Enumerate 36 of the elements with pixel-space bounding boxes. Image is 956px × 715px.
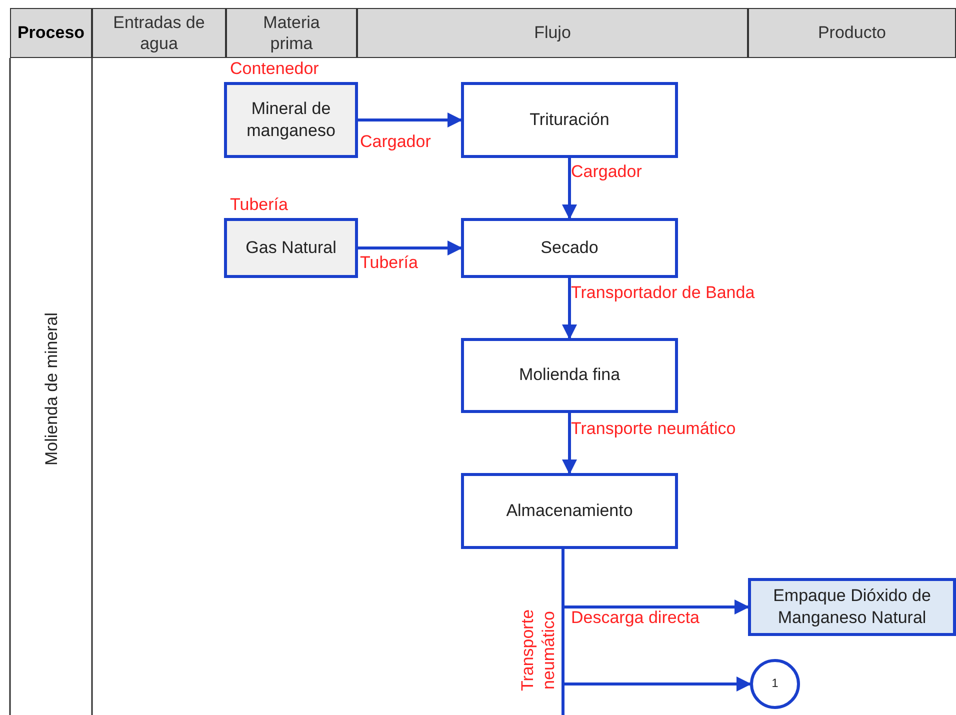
edge-label: Cargador (360, 132, 431, 152)
arrow (358, 240, 462, 256)
edge-label: Tubería (360, 253, 418, 273)
process-box (461, 218, 678, 278)
box-text: Empaque Dióxido de Manganeso Natural (772, 584, 932, 629)
box-text: Secado (540, 236, 600, 259)
material-label: Tubería (230, 195, 288, 215)
edge-label: Transporte neumático (516, 608, 559, 694)
arrow (562, 278, 577, 340)
process-box (224, 218, 358, 278)
process-box (748, 578, 956, 636)
process-box (461, 473, 678, 549)
connector-circle (750, 659, 800, 709)
edge-label: Transporte neumático (571, 419, 736, 439)
header-cell: Proceso (10, 8, 92, 58)
header-cell: Producto (748, 8, 956, 58)
process-box (461, 82, 678, 158)
header-cell: Materia prima (226, 8, 357, 58)
process-box (224, 82, 358, 158)
edge-label: Transportador de Banda (571, 283, 755, 303)
header-cell: Entradas de agua (92, 8, 226, 58)
box-text: Trituración (528, 108, 610, 131)
material-label: Contenedor (230, 59, 319, 79)
edge-label: Cargador (571, 162, 642, 182)
box-text: Almacenamiento (505, 500, 634, 522)
box-text: Mineral de manganeso (246, 98, 336, 142)
arrow (562, 158, 577, 220)
arrow (358, 112, 462, 128)
process-box (461, 338, 678, 413)
box-text: Molienda fina (518, 364, 622, 386)
lane-label: Molienda de mineral (42, 311, 62, 468)
connector-number: 1 (770, 676, 780, 692)
edge-label: Descarga directa (571, 608, 700, 628)
box-text: Gas Natural (244, 236, 338, 259)
arrow (562, 413, 577, 474)
header-cell: Flujo (357, 8, 748, 58)
